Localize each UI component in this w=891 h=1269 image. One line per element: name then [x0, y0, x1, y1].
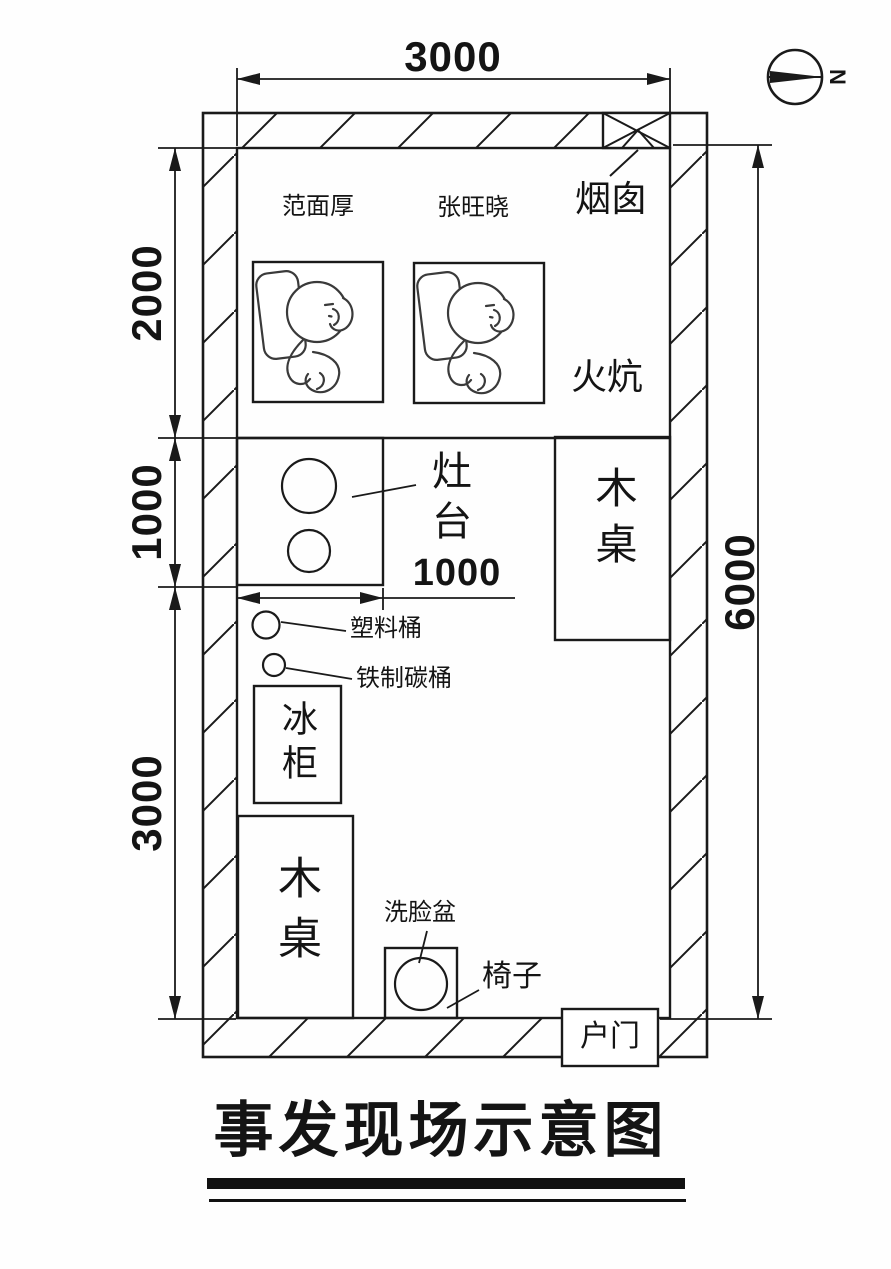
freezer-box: [252, 684, 343, 805]
wash-basin-label: 洗脸盆: [384, 900, 456, 926]
chair-label: 椅子: [482, 960, 542, 993]
north-arrow-icon: [766, 48, 824, 106]
dim-left-middle: 1000: [123, 463, 170, 561]
stove-symbol: [235, 436, 417, 587]
stove-label: 灶台: [426, 450, 471, 550]
kang-label: 火炕: [570, 357, 644, 397]
right-table-label: 木桌: [589, 466, 635, 578]
chair-basin-symbol: [383, 930, 480, 1020]
chimney-symbol: [601, 111, 672, 177]
left-table-box: [236, 814, 355, 1020]
iron-coal-bucket-label: 铁制碳桶: [356, 666, 452, 692]
entry-door-label: 户门: [580, 1020, 640, 1053]
title-rule-thick: [207, 1178, 685, 1189]
freezer-label: 冰柜: [277, 700, 317, 788]
plastic-bucket-label: 塑料桶: [350, 616, 422, 642]
right-table-box: [553, 435, 672, 642]
dim-stove-width: 1000: [412, 552, 502, 594]
dim-left-upper: 2000: [123, 244, 170, 342]
dim-left-lower: 3000: [123, 754, 170, 852]
left-table-label: 木桌: [271, 855, 320, 975]
sleeping-figure-right: [412, 261, 546, 405]
entry-door-box: [560, 1007, 660, 1068]
compass-north-label: N: [825, 69, 850, 85]
dimension-arrowheads: [169, 73, 764, 1019]
person-right-label: 张旺晓: [437, 195, 509, 221]
dim-top-width: 3000: [404, 33, 502, 80]
dim-right-height: 6000: [716, 533, 763, 631]
bucket-symbols: [251, 610, 353, 680]
diagram-title: 事发现场示意图: [213, 1098, 669, 1164]
sleeping-figure-left: [251, 260, 385, 404]
chimney-label: 烟囱: [574, 179, 648, 219]
person-left-label: 范面厚: [282, 194, 354, 220]
title-rule-thin: [209, 1199, 686, 1202]
